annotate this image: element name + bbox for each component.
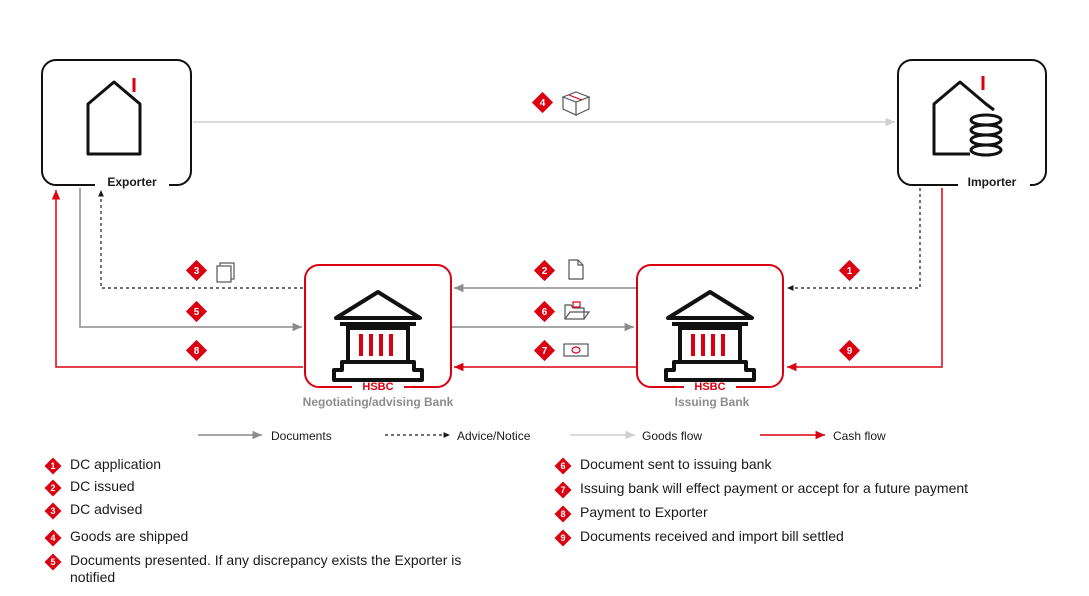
folder-icon (564, 301, 591, 320)
svg-text:7: 7 (542, 346, 548, 357)
banknote-icon (563, 343, 589, 357)
dc-advised-arrow (98, 190, 303, 289)
import-settlement-arrow (787, 188, 943, 372)
importer-house-icon (932, 80, 995, 156)
badge-6: 6 (533, 300, 556, 323)
exporter-label: Exporter (107, 175, 157, 189)
issuing-bank-node: HSBC Issuing Bank (636, 264, 784, 409)
badge-2: 2 (533, 259, 556, 282)
importer-node: Importer (897, 59, 1047, 190)
badge-5: 5 (185, 300, 208, 323)
dc-application-arrow (787, 188, 921, 291)
package-icon (561, 91, 591, 116)
negotiating-bank-node: HSBC Negotiating/advising Bank (303, 264, 454, 409)
svg-text:9: 9 (847, 346, 853, 357)
document-icon (568, 259, 584, 280)
step-badge-icon: 8 (554, 505, 572, 523)
step-badge-icon: 1 (44, 457, 62, 475)
step-badge-icon: 2 (44, 479, 62, 497)
step-badge-icon: 4 (44, 529, 62, 547)
svg-text:5: 5 (194, 307, 200, 318)
legend-documents: Documents (271, 429, 332, 443)
issuing-bank-name: Issuing Bank (675, 395, 750, 409)
badge-3: 3 (185, 259, 208, 282)
legend: Documents Advice/Notice Goods flow Cash … (198, 429, 886, 443)
svg-text:4: 4 (540, 98, 546, 109)
svg-text:8: 8 (194, 346, 200, 357)
badge-1: 1 (838, 259, 861, 282)
svg-text:3: 3 (194, 266, 200, 277)
coins-icon (969, 113, 1003, 157)
badge-7: 7 (533, 339, 556, 362)
badge-8: 8 (185, 339, 208, 362)
legend-goods: Goods flow (642, 429, 702, 443)
badge-9: 9 (838, 339, 861, 362)
documents-presented-arrow (79, 188, 302, 332)
documents-stack-icon (216, 262, 235, 283)
importer-label: Importer (968, 175, 1017, 189)
legend-cash: Cash flow (833, 429, 886, 443)
issuing-bank-brand: HSBC (694, 381, 725, 393)
svg-text:6: 6 (542, 307, 548, 318)
step-badge-icon: 7 (554, 481, 572, 499)
step-badge-icon: 5 (44, 553, 62, 571)
badge-4: 4 (531, 91, 554, 114)
legend-advice: Advice/Notice (457, 429, 531, 443)
step-badge-icon: 3 (44, 502, 62, 520)
negotiating-bank-name: Negotiating/advising Bank (303, 395, 454, 409)
step-badge-icon: 6 (554, 457, 572, 475)
exporter-house-icon (86, 80, 142, 156)
step-badge-icon: 9 (554, 529, 572, 547)
exporter-payment-arrow (51, 190, 303, 368)
svg-text:1: 1 (847, 266, 853, 277)
exporter-node: Exporter (41, 59, 192, 190)
negotiating-bank-brand: HSBC (362, 381, 393, 393)
svg-text:2: 2 (542, 266, 548, 277)
